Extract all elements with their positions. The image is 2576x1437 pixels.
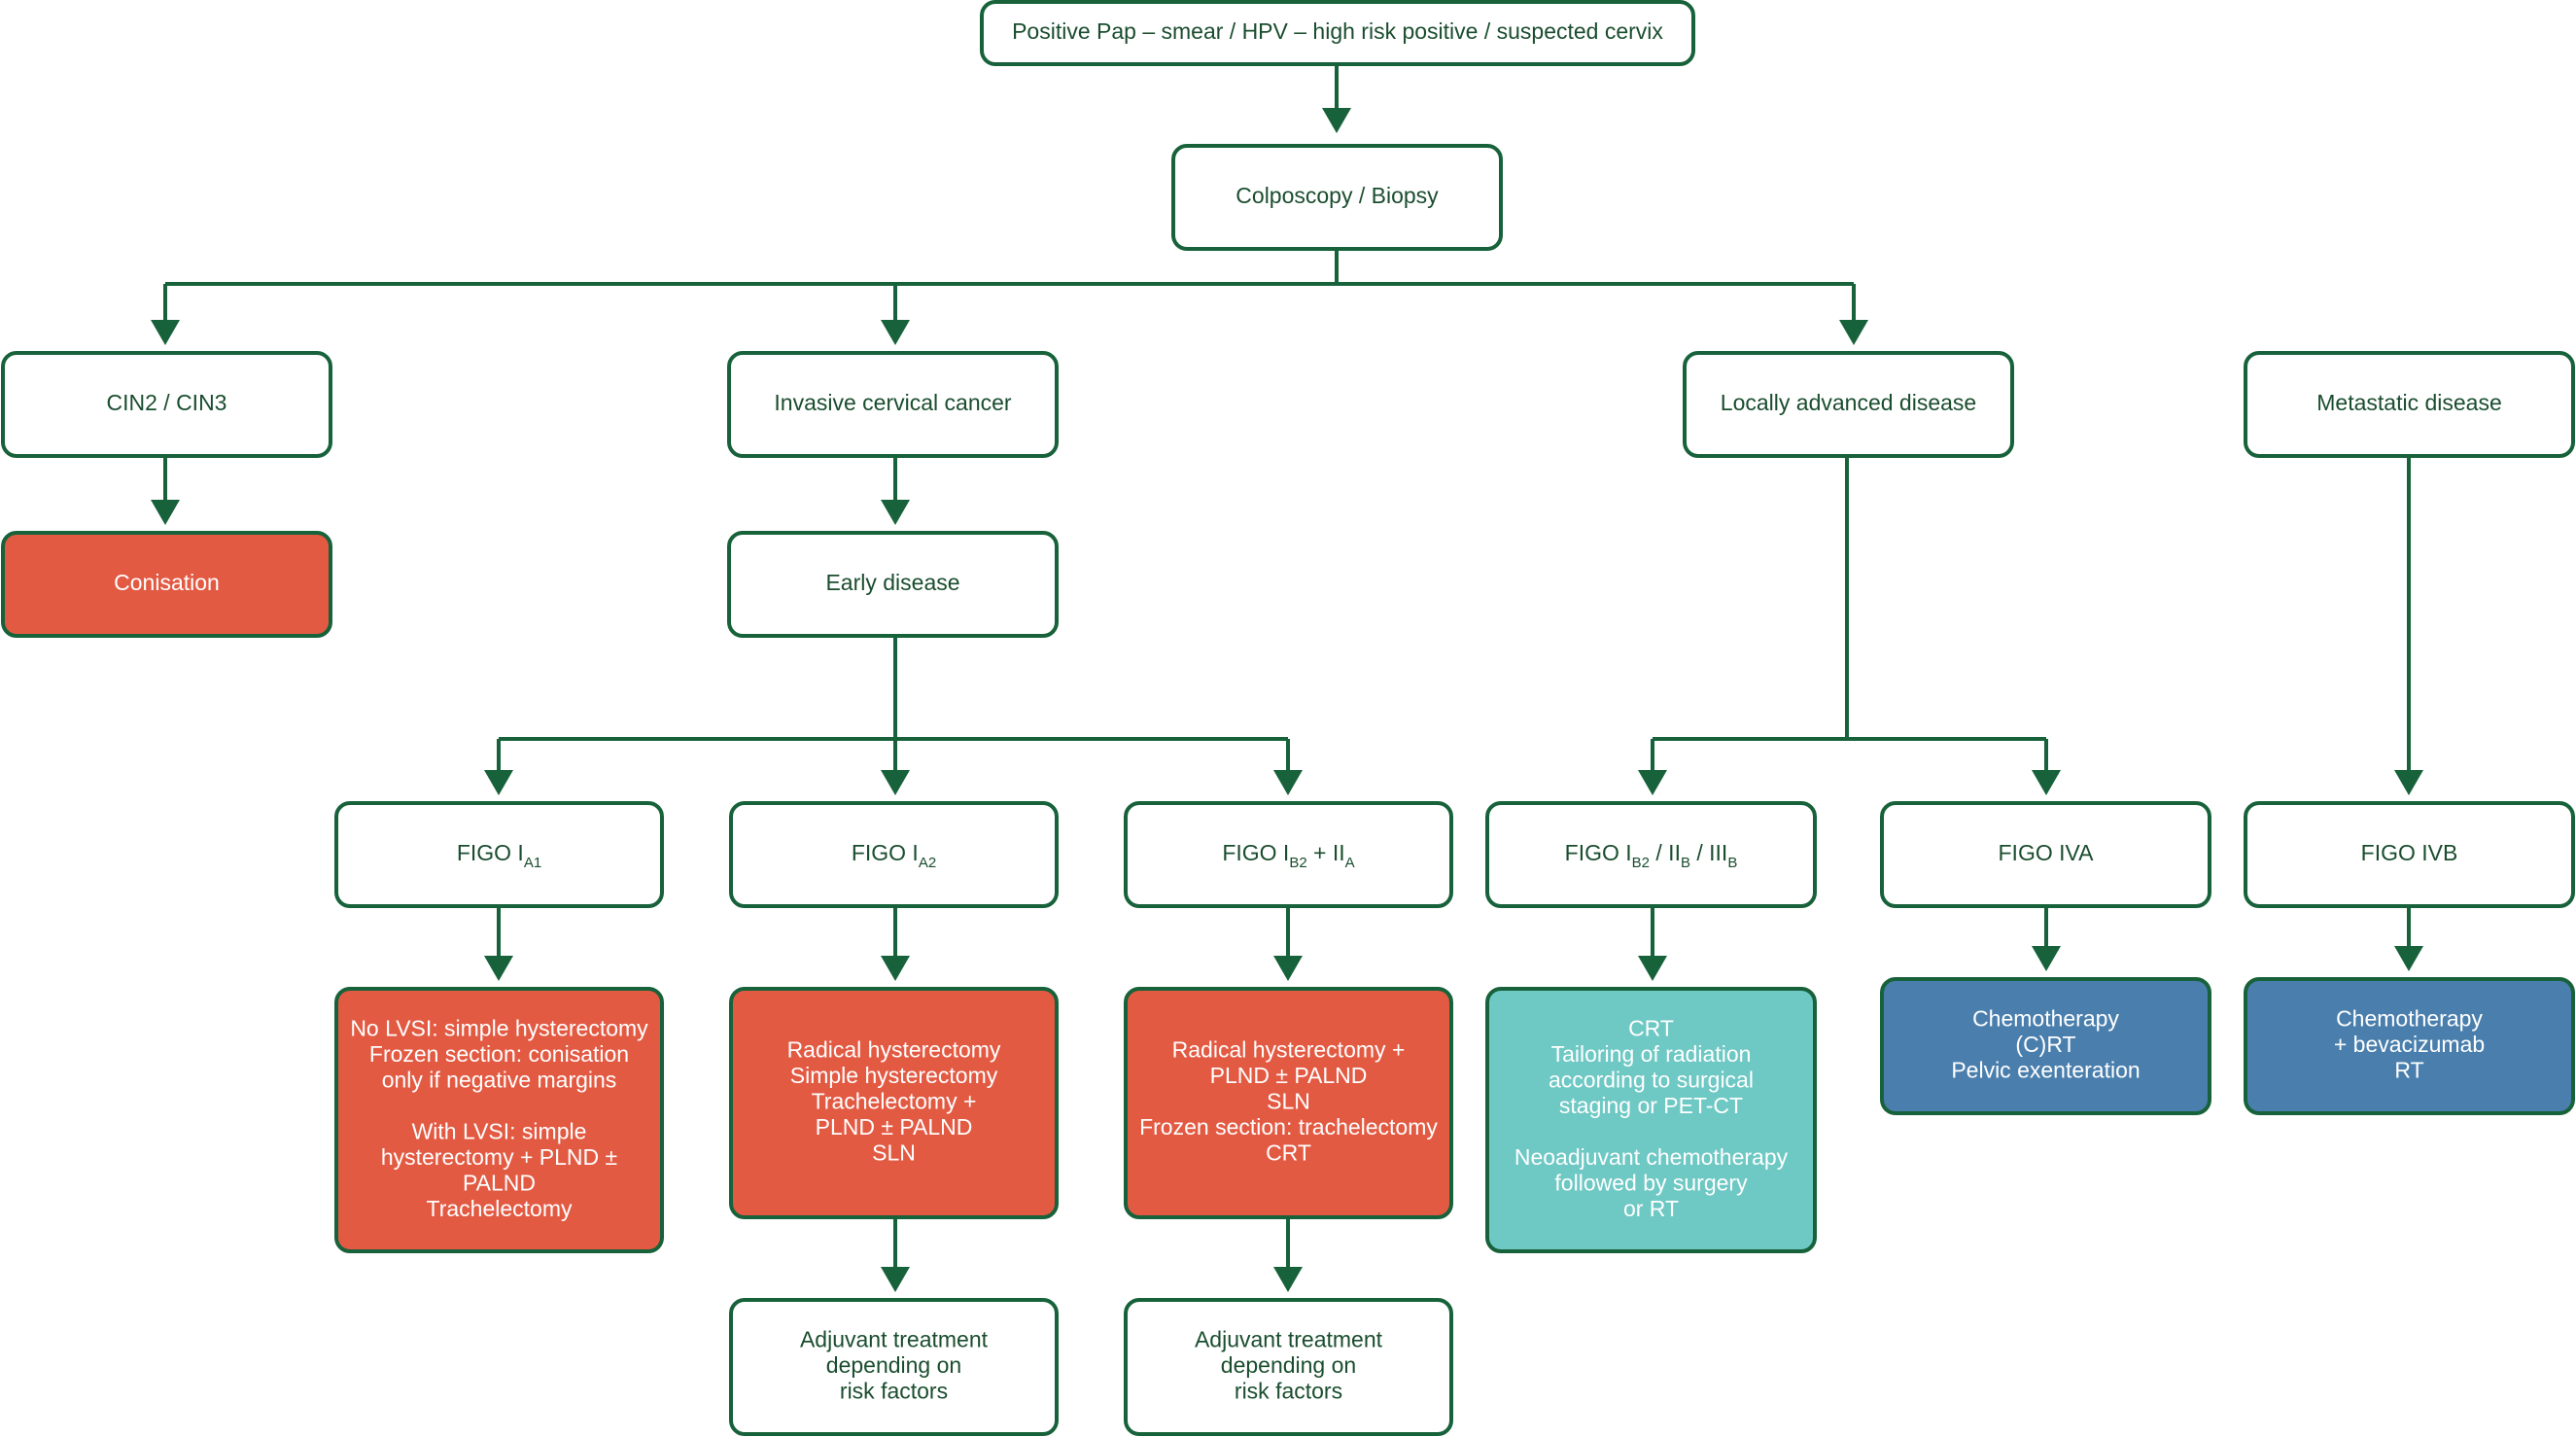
arrowhead [151,500,180,525]
node-box-iva [1880,801,2211,908]
arrowhead [881,500,910,525]
arrowhead [1273,1267,1303,1292]
node-box-invasive [727,351,1059,458]
stage-ia1-label: FIGO IA1 [457,840,541,871]
node-box-tx_ivb [2244,977,2575,1115]
arrowhead [484,770,513,795]
arrowhead [881,1267,910,1292]
node-box-tx_ia2 [729,987,1059,1219]
node-box-screening [980,0,1695,66]
early-disease-label: Early disease [825,570,959,595]
arrowhead [1638,956,1667,981]
node-box-tx_ib2 [1124,987,1453,1219]
arrowhead [2394,946,2423,971]
node-box-early [727,531,1059,638]
node-box-ia1 [334,801,664,908]
colposcopy-label: Colposcopy / Biopsy [1236,183,1439,208]
node-box-cin [1,351,332,458]
arrowhead [1273,956,1303,981]
arrowhead [2394,770,2423,795]
node-box-colposcopy [1171,144,1503,251]
node-box-adj_ia2 [729,1298,1059,1436]
arrowhead [2032,770,2061,795]
arrowhead [881,770,910,795]
arrowhead [1638,770,1667,795]
stage-ib2-iia-label: FIGO IB2 + IIA [1222,840,1354,871]
stage-iva-label: FIGO IVA [1999,840,2095,865]
node-box-conisation [1,531,332,638]
metastatic-label: Metastatic disease [2316,390,2501,415]
node-box-tx_ia1 [334,987,664,1253]
arrowhead [881,956,910,981]
stage-ib2-iib-iiib-label: FIGO IB2 / IIB / IIIB [1565,840,1738,871]
arrowhead [1322,108,1351,133]
stage-ia2-label: FIGO IA2 [852,840,936,871]
screening-label: Positive Pap – smear / HPV – high risk p… [1012,18,1663,44]
invasive-cancer-label: Invasive cervical cancer [774,390,1011,415]
node-box-locadv [1683,351,2014,458]
arrowhead [1839,320,1868,345]
node-box-ia2 [729,801,1059,908]
node-box-metastatic [2244,351,2575,458]
node-box-ib2b [1485,801,1817,908]
stage-ivb-label: FIGO IVB [2361,840,2458,865]
locally-advanced-label: Locally advanced disease [1721,390,1976,415]
node-box-ib2 [1124,801,1453,908]
arrowhead [484,956,513,981]
cin-label: CIN2 / CIN3 [107,390,227,415]
node-box-ivb [2244,801,2575,908]
arrowhead [2032,946,2061,971]
arrowhead [881,320,910,345]
node-box-adj_ib2 [1124,1298,1453,1436]
arrowhead [1273,770,1303,795]
conisation-label: Conisation [114,570,220,595]
node-box-tx_la [1485,987,1817,1253]
arrowhead [151,320,180,345]
node-box-tx_iva [1880,977,2211,1115]
